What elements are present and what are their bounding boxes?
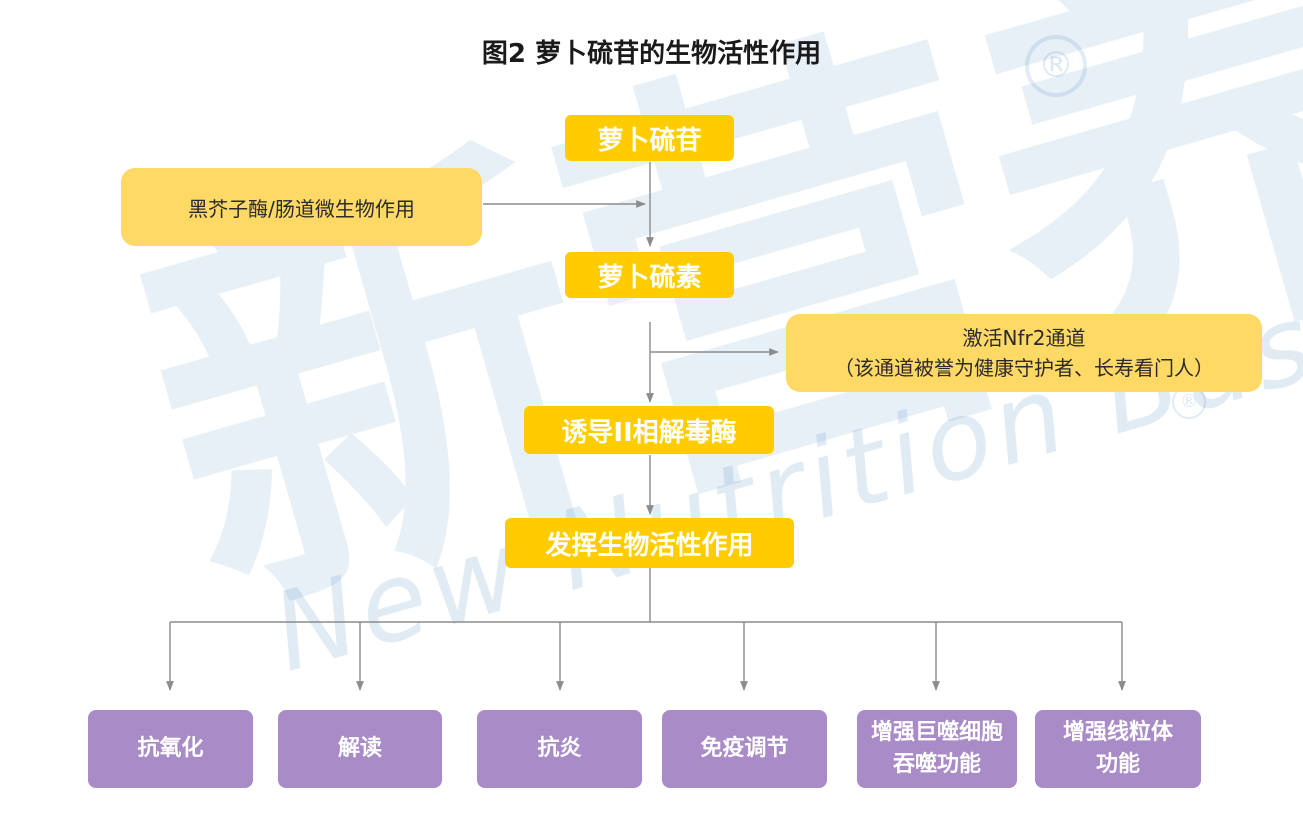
nrf2-label: 激活Nfr2通道	[962, 326, 1086, 350]
node-bioactivity: 发挥生物活性作用	[505, 518, 794, 568]
node-glucoraphanin: 萝卜硫苷	[565, 115, 734, 161]
effect-macrophage: 增强巨噬细胞 吞噬功能	[857, 710, 1017, 788]
effect-detox: 解读	[278, 710, 442, 788]
effect-label-2: 功能	[1095, 752, 1140, 777]
effect-antioxidant: 抗氧化	[88, 710, 253, 788]
effect-label: 增强巨噬细胞	[870, 720, 1003, 745]
nrf2-description: （该通道被誉为健康守护者、长寿看门人）	[834, 356, 1214, 380]
effect-label: 免疫调节	[700, 736, 789, 761]
effect-label: 抗氧化	[137, 736, 204, 761]
effect-label: 抗炎	[537, 736, 582, 761]
node-myrosinase-gut-microbes: 黑芥子酶/肠道微生物作用	[121, 168, 482, 246]
diagram-title: 图2 萝卜硫苷的生物活性作用	[481, 39, 822, 69]
node-sulforaphane: 萝卜硫素	[565, 252, 734, 298]
effect-label: 增强线粒体	[1062, 720, 1173, 745]
effect-label: 解读	[337, 736, 382, 761]
effect-label-2: 吞噬功能	[892, 752, 981, 777]
effect-anti-inflammatory: 抗炎	[477, 710, 642, 788]
node-phase2-enzymes: 诱导II相解毒酶	[524, 406, 774, 454]
effect-immune-regulation: 免疫调节	[662, 710, 827, 788]
effect-mitochondria: 增强线粒体 功能	[1035, 710, 1201, 788]
node-nrf2-activation: 激活Nfr2通道 （该通道被誉为健康守护者、长寿看门人）	[786, 314, 1262, 392]
